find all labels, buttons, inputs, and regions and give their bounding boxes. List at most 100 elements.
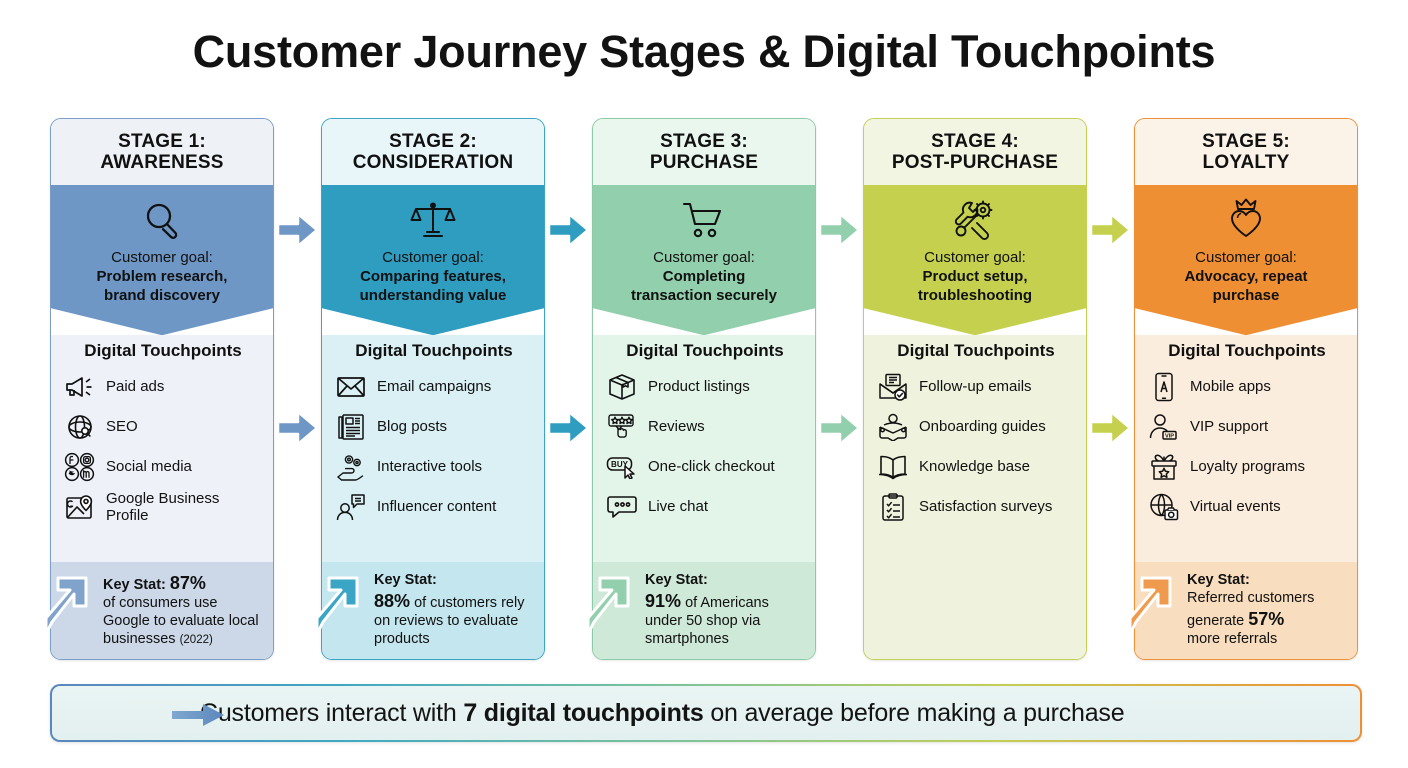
stage-card-2[interactable]: STAGE 2:CONSIDERATION Customer goal: Com…	[321, 118, 545, 660]
goal-lead-4: Customer goal:	[924, 249, 1026, 266]
list-item[interactable]: BUY One-click checkout	[605, 451, 805, 483]
connector-arrow-2-top	[545, 208, 592, 252]
list-item[interactable]: Paid ads	[63, 371, 263, 403]
globe-camera-icon	[1147, 491, 1181, 523]
list-item[interactable]: Mobile apps	[1147, 371, 1347, 403]
list-item[interactable]: Product listings	[605, 371, 805, 403]
goal-lead-1: Customer goal:	[111, 249, 213, 266]
stage-header-2: STAGE 2:CONSIDERATION	[322, 119, 544, 185]
stage-header-line1: STAGE 5:	[1202, 130, 1290, 152]
touchpoint-label: Interactive tools	[377, 457, 483, 475]
touchpoint-label: Paid ads	[106, 377, 165, 395]
stage-goal-2: Customer goal: Comparing features,unders…	[322, 185, 544, 336]
map-pin-icon	[63, 492, 97, 524]
touchpoint-label: Reviews	[648, 417, 705, 435]
connector-arrow-1-top	[274, 208, 321, 252]
touchpoint-label: Google Business Profile	[106, 490, 220, 525]
key-stat-value: 91%	[645, 591, 682, 612]
summary-banner-text: Customers interact with 7 digital touchp…	[200, 699, 1125, 728]
touchpoint-label: Follow-up emails	[919, 377, 1032, 395]
summary-banner: Customers interact with 7 digital touchp…	[50, 684, 1362, 742]
key-stat-text-3: Key Stat: 91% of Americans under 50 shop…	[645, 572, 805, 649]
stage-header-line2: LOYALTY	[1202, 152, 1290, 173]
stage-card-4[interactable]: STAGE 4:POST-PURCHASE Customer goal: Pro…	[863, 118, 1087, 660]
goal-lead-3: Customer goal:	[653, 249, 755, 266]
stage-header-line2: AWARENESS	[100, 152, 224, 173]
stage-card-5[interactable]: STAGE 5:LOYALTY Customer goal: Advocacy,…	[1134, 118, 1358, 660]
clipboard-check-icon	[876, 491, 910, 523]
touchpoint-label: Product listings	[648, 377, 750, 395]
goal-lead-2: Customer goal:	[382, 249, 484, 266]
stage-header-line2: POST-PURCHASE	[891, 152, 1059, 173]
list-item[interactable]: Influencer content	[334, 491, 534, 523]
stage-header-line1: STAGE 2:	[389, 130, 477, 152]
touchpoint-label: Knowledge base	[919, 457, 1030, 475]
newspaper-icon	[334, 411, 368, 443]
list-item[interactable]: Satisfaction surveys	[876, 491, 1076, 523]
stage-column-5: STAGE 5:LOYALTY Customer goal: Advocacy,…	[1128, 118, 1358, 660]
page-title: Customer Journey Stages & Digital Touchp…	[192, 26, 1216, 77]
stage-column-1: STAGE 1:AWARENESS Customer goal: Problem…	[44, 118, 319, 660]
stage-column-2: STAGE 2:CONSIDERATION Customer goal: Com…	[315, 118, 590, 660]
key-stat-year: (2022)	[179, 634, 213, 647]
magnifier-icon	[59, 197, 265, 243]
key-stat-body: of customers rely on reviews to evaluate…	[374, 595, 525, 648]
touchpoints-heading-4: Digital Touchpoints	[897, 341, 1055, 361]
touchpoint-label: Onboarding guides	[919, 417, 1046, 435]
list-item[interactable]: Loyalty programs	[1147, 451, 1347, 483]
goal-lead-5: Customer goal:	[1195, 249, 1297, 266]
touchpoint-label: Mobile apps	[1190, 377, 1271, 395]
stat-arrow-icon-3	[582, 564, 640, 638]
connector-arrow-4-top	[1087, 208, 1134, 252]
list-item[interactable]: VIP VIP support	[1147, 411, 1347, 443]
list-item[interactable]: Follow-up emails	[876, 371, 1076, 403]
touchpoints-heading-2: Digital Touchpoints	[355, 341, 513, 361]
touchpoints-3: Digital Touchpoints Product listings	[593, 335, 815, 563]
stage-header-line1: STAGE 3:	[660, 130, 748, 152]
connector-arrow-3-top	[816, 208, 863, 252]
stage-header-3: STAGE 3:PURCHASE	[593, 119, 815, 185]
connector-arrow-1-bot	[274, 406, 321, 450]
touchpoints-5: Digital Touchpoints Mobile apps VIP	[1135, 335, 1357, 563]
right-arrow-icon	[170, 702, 226, 728]
list-item[interactable]: Google Business Profile	[63, 490, 263, 525]
stage-column-4: STAGE 4:POST-PURCHASE Customer goal: Pro…	[863, 118, 1132, 660]
stage-card-1[interactable]: STAGE 1:AWARENESS Customer goal: Problem…	[50, 118, 274, 660]
list-item[interactable]: Social media	[63, 451, 263, 483]
gift-star-icon	[1147, 451, 1181, 483]
box-icon	[605, 371, 639, 403]
stage-header-line1: STAGE 4:	[931, 130, 1019, 152]
list-item[interactable]: Interactive tools	[334, 451, 534, 483]
tools-icon	[872, 197, 1078, 243]
list-item[interactable]: Live chat	[605, 491, 805, 523]
list-item[interactable]: Blog posts	[334, 411, 534, 443]
connector-arrow-3-bot	[816, 406, 863, 450]
touchpoint-label: Blog posts	[377, 417, 448, 435]
goal-text-2: Comparing features,understanding value	[359, 267, 507, 304]
list-item[interactable]: Reviews	[605, 411, 805, 443]
touchpoint-label: Satisfaction surveys	[919, 497, 1053, 515]
key-stat-text-1: Key Stat: 87% of consumers use Google to…	[103, 572, 263, 649]
list-item[interactable]: Email campaigns	[334, 371, 534, 403]
key-stat-body: of Americans under 50 shop via smartphon…	[645, 595, 769, 648]
key-stat-value: 57%	[1248, 609, 1285, 630]
touchpoint-label: VIP support	[1190, 417, 1269, 435]
svg-text:VIP: VIP	[1165, 434, 1174, 440]
touchpoint-label: Loyalty programs	[1190, 457, 1306, 475]
key-stat-text-5: Key Stat: Referred customers generate 57…	[1187, 572, 1347, 649]
key-stat-body: Referred customers generate	[1187, 590, 1315, 630]
key-stat-value: 88%	[374, 591, 411, 612]
stage-card-3[interactable]: STAGE 3:PURCHASE Customer goal: Completi…	[592, 118, 816, 660]
list-item[interactable]: SEO	[63, 411, 263, 443]
connector-arrow-2-bot	[545, 406, 592, 450]
list-item[interactable]: Onboarding guides	[876, 411, 1076, 443]
key-stat-body-after: more referrals	[1187, 631, 1278, 648]
stat-arrow-icon-5	[1124, 564, 1182, 638]
touchpoints-heading-5: Digital Touchpoints	[1168, 341, 1326, 361]
list-item[interactable]: Virtual events	[1147, 491, 1347, 523]
touchpoint-label: Influencer content	[377, 497, 497, 515]
cart-icon	[601, 197, 807, 243]
list-item[interactable]: Knowledge base	[876, 451, 1076, 483]
